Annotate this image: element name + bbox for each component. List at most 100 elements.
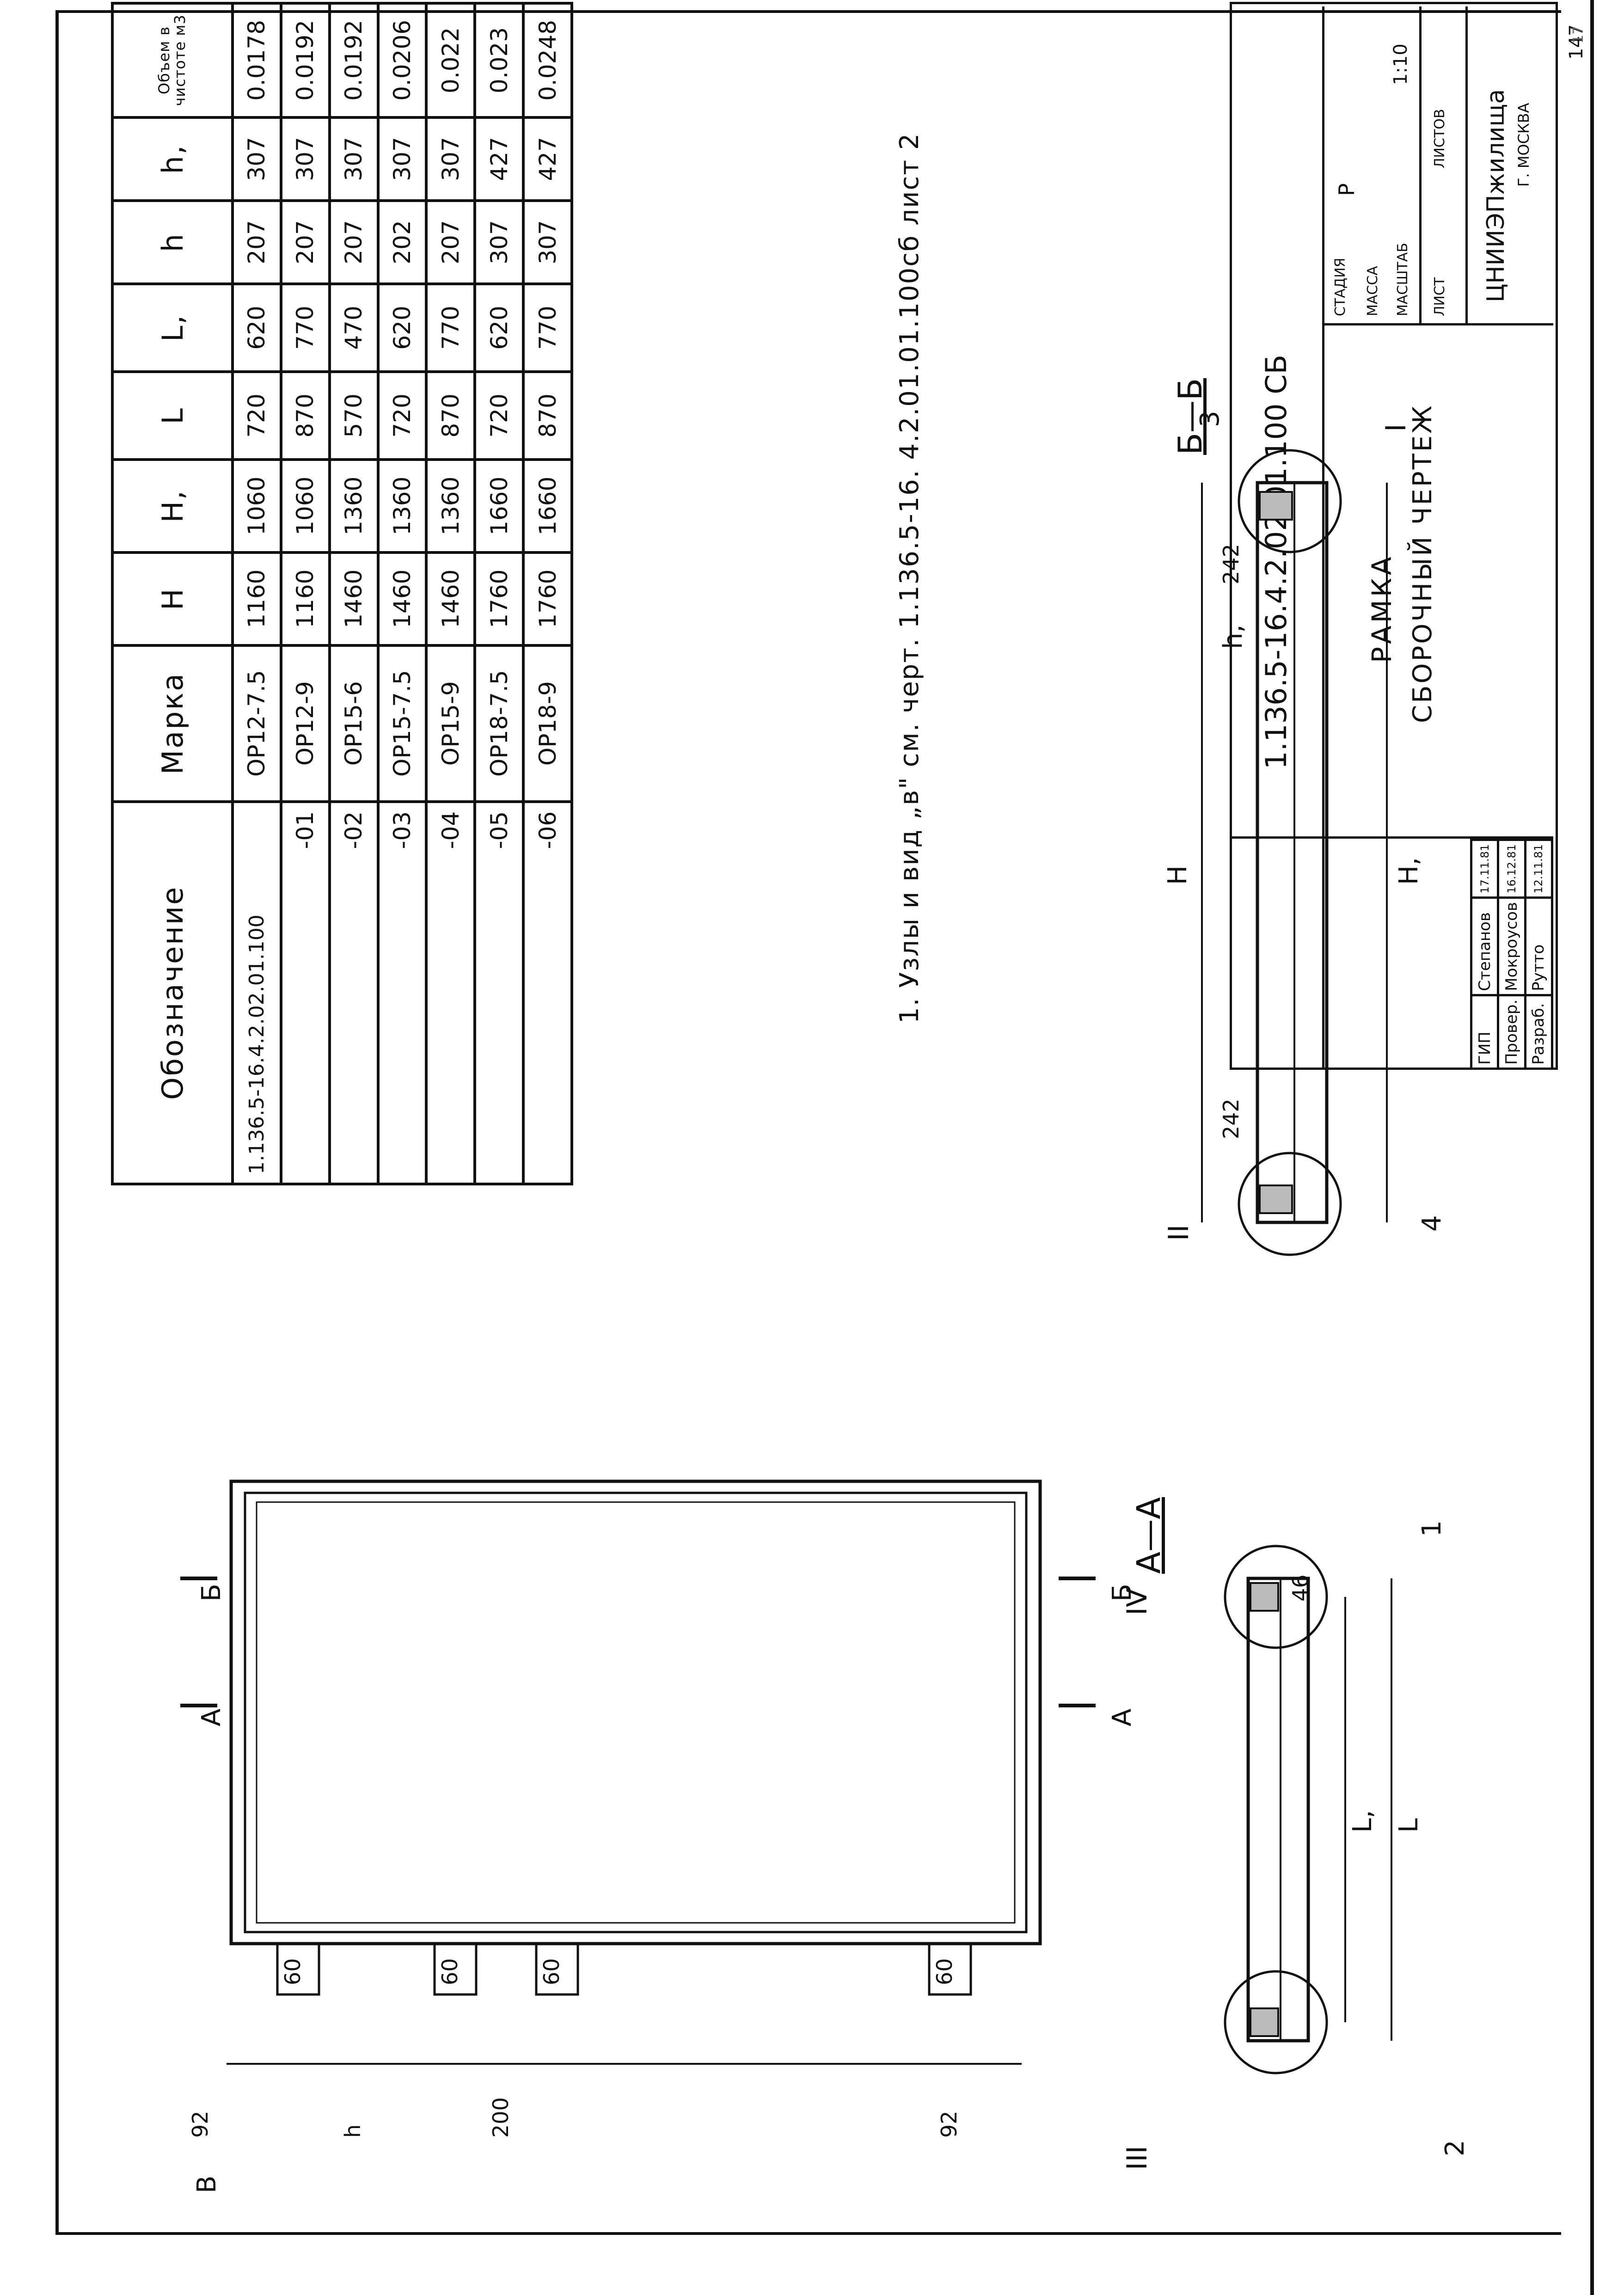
signer-date: 12.11.81: [1525, 840, 1552, 898]
cell-L: 570: [329, 371, 378, 460]
cell-H1: 1660: [475, 459, 524, 552]
cell-designation: -03: [378, 801, 427, 1184]
cell-L: 870: [523, 371, 572, 460]
signer-row: Провер. Мокроусов 16.12.81: [1498, 840, 1526, 1069]
cell-H1: 1060: [233, 459, 281, 552]
signer-name: Рутто: [1525, 897, 1552, 995]
cell-H1: 1360: [329, 459, 378, 552]
sheets-label: Листов: [1432, 109, 1448, 168]
node-II-circle: [1238, 1152, 1342, 1256]
organization-name: ЦНИИЭПжилища: [1482, 89, 1510, 302]
spec-row: -05 ОР18-7.5 1760 1660 720 620 307 427 0…: [475, 3, 524, 1184]
title-block-hline: [1465, 6, 1468, 325]
profile-body: [1256, 481, 1329, 1224]
cell-designation: 1.136.5-16.4.2.02.01.100: [233, 801, 281, 1184]
scale-header: Масштаб: [1395, 243, 1411, 316]
cell-L1: 770: [281, 283, 330, 372]
hdr-L: L: [112, 371, 233, 460]
slot-dim: 60: [280, 1958, 305, 1985]
dim-label: 200: [488, 2097, 513, 2138]
signer-name: Мокроусов: [1498, 897, 1526, 995]
signer-date: 17.11.81: [1471, 840, 1498, 898]
dim-label: 92: [188, 2111, 213, 2138]
hdr-h: h: [112, 200, 233, 284]
cell-L1: 770: [426, 283, 475, 372]
cell-h1: 307: [281, 117, 330, 201]
mass-header: Масса: [1365, 266, 1381, 316]
front-view-drawing: [180, 1479, 1096, 2065]
cell-mark: ОР18-9: [523, 645, 572, 802]
dim-L: L: [1394, 1818, 1424, 1833]
dim-46: 46: [1288, 1574, 1313, 1602]
cell-h: 202: [378, 200, 427, 284]
scale-value: 1:10: [1390, 43, 1411, 85]
cell-mark: ОР12-9: [281, 645, 330, 802]
spec-row: -03 ОР15-7.5 1460 1360 720 620 202 307 0…: [378, 3, 427, 1184]
cell-L1: 620: [475, 283, 524, 372]
cell-mark: ОР18-7.5: [475, 645, 524, 802]
cell-h1: 307: [426, 117, 475, 201]
signer-row: Разраб. Рутто 12.11.81: [1525, 840, 1552, 1069]
cell-mark: ОР12-7.5: [233, 645, 281, 802]
position-2-label: 2: [1440, 2140, 1470, 2156]
cell-H: 1460: [378, 552, 427, 645]
hatched-insert: [1250, 2007, 1279, 2037]
sheet-label: Лист: [1432, 277, 1448, 316]
cell-L: 720: [378, 371, 427, 460]
cut-b-label: Б: [196, 1583, 227, 1602]
cell-H1: 1060: [281, 459, 330, 552]
hatched-insert: [1250, 1582, 1279, 1612]
hdr-mark: Марка: [112, 645, 233, 802]
dim-H1: H,: [1394, 857, 1424, 885]
drawing-note: 1. Узлы и вид „в" см. черт. 1.136.5-16. …: [895, 132, 925, 1024]
spec-row: -04 ОР15-9 1460 1360 870 770 207 307 0.0…: [426, 3, 475, 1184]
hdr-H: H: [112, 552, 233, 645]
spec-row: 1.136.5-16.4.2.02.01.100 ОР12-7.5 1160 1…: [233, 3, 281, 1184]
cell-designation: -01: [281, 801, 330, 1184]
node-I-circle: [1238, 449, 1342, 553]
cell-L1: 620: [378, 283, 427, 372]
cell-h: 307: [475, 200, 524, 284]
title-block-vline: [1322, 323, 1553, 325]
cell-H1: 1660: [523, 459, 572, 552]
signer-role: ГИП: [1471, 995, 1498, 1069]
cell-volume: 0.0248: [523, 3, 572, 117]
slot-dim: 60: [539, 1958, 564, 1985]
frame-outer-edge: [229, 1479, 1042, 1945]
hdr-designation: Обозначение: [112, 801, 233, 1184]
section-aa-drawing: [1224, 1545, 1392, 2074]
slot: [928, 1942, 972, 1996]
hdr-L1: L,: [112, 283, 233, 372]
dim-242: 242: [1219, 1098, 1244, 1139]
profile-body: [1246, 1577, 1310, 2043]
signature-table: ГИП Степанов 17.11.81 Провер. Мокроусов …: [1470, 839, 1553, 1070]
hatched-insert: [1259, 491, 1293, 521]
cell-H: 1760: [523, 552, 572, 645]
cell-h1: 307: [329, 117, 378, 201]
cell-H: 1460: [426, 552, 475, 645]
slot: [535, 1942, 579, 1996]
bottom-code: 17: [1570, 25, 1587, 43]
cell-h: 307: [523, 200, 572, 284]
node-III-label: III: [1121, 2145, 1153, 2170]
cell-h1: 427: [523, 117, 572, 201]
cut-a-label: А: [1107, 1708, 1137, 1726]
node-II-label: II: [1163, 1224, 1195, 1241]
cut-a-label: А: [196, 1708, 227, 1726]
cell-L: 870: [281, 371, 330, 460]
cell-volume: 0.0206: [378, 3, 427, 117]
cell-designation: -02: [329, 801, 378, 1184]
signer-row: ГИП Степанов 17.11.81: [1471, 840, 1498, 1069]
position-4-label: 4: [1417, 1215, 1447, 1232]
cell-mark: ОР15-9: [426, 645, 475, 802]
cell-H: 1160: [281, 552, 330, 645]
cell-volume: 0.0178: [233, 3, 281, 117]
spec-row: -01 ОР12-9 1160 1060 870 770 207 307 0.0…: [281, 3, 330, 1184]
hdr-H1: H,: [112, 459, 233, 552]
dim-242: 242: [1219, 544, 1244, 584]
dim-H: H: [1163, 865, 1193, 885]
position-1-label: 1: [1417, 1520, 1447, 1537]
title-block-hline: [1419, 6, 1422, 325]
frame-rebate-line: [256, 1501, 1016, 1924]
